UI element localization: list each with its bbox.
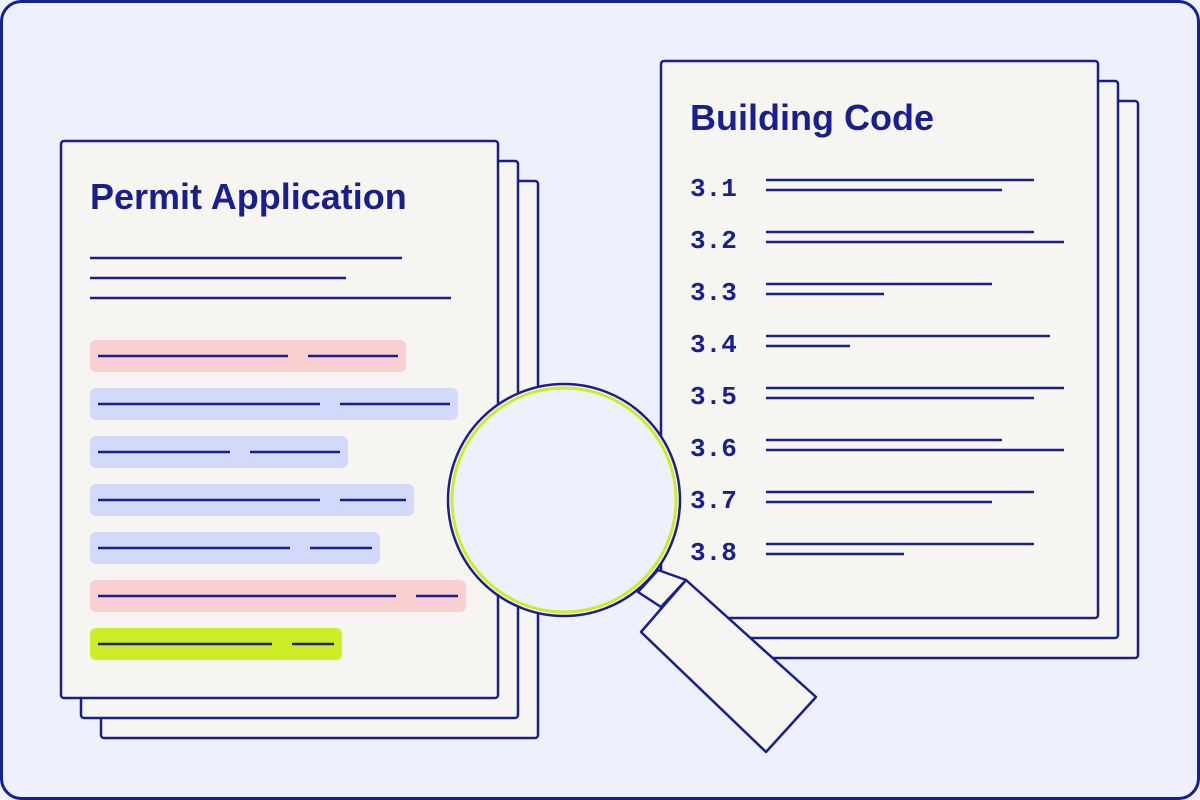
code-sheet-front [659, 59, 1100, 620]
highlighted-field [90, 340, 406, 372]
highlighted-field [90, 532, 380, 564]
permit-application-title: Permit Application [90, 176, 407, 217]
highlighted-field [90, 484, 414, 516]
highlighted-field [90, 388, 458, 420]
code-section: 3.2 [690, 226, 1064, 256]
building-code-title: Building Code [690, 97, 934, 138]
section-number: 3.5 [690, 382, 737, 412]
code-section: 3.8 [690, 538, 1034, 568]
section-number: 3.7 [690, 486, 737, 516]
code-section: 3.6 [690, 434, 1064, 464]
highlighted-field [90, 628, 342, 660]
permit-highlighted-fields [90, 340, 466, 660]
section-number: 3.4 [690, 330, 737, 360]
section-number: 3.2 [690, 226, 737, 256]
code-section: 3.4 [690, 330, 1050, 360]
code-section: 3.3 [690, 278, 992, 308]
magnifying-glass-icon [446, 382, 818, 754]
magnifier-handle [639, 578, 818, 754]
code-section: 3.1 [690, 174, 1034, 204]
code-section: 3.7 [690, 486, 1034, 516]
magnifier-lens [450, 386, 678, 614]
section-number: 3.8 [690, 538, 737, 568]
highlighted-field [90, 436, 348, 468]
section-number: 3.6 [690, 434, 737, 464]
building-code-stack: Building Code 3.1 3.2 3.3 [659, 59, 1140, 660]
section-number: 3.3 [690, 278, 737, 308]
code-section: 3.5 [690, 382, 1064, 412]
code-sections: 3.1 3.2 3.3 3.4 [690, 174, 1064, 568]
permit-intro-lines [90, 256, 451, 300]
highlighted-field [90, 580, 466, 612]
permit-application-stack: Permit Application [59, 139, 540, 740]
section-number: 3.1 [690, 174, 737, 204]
